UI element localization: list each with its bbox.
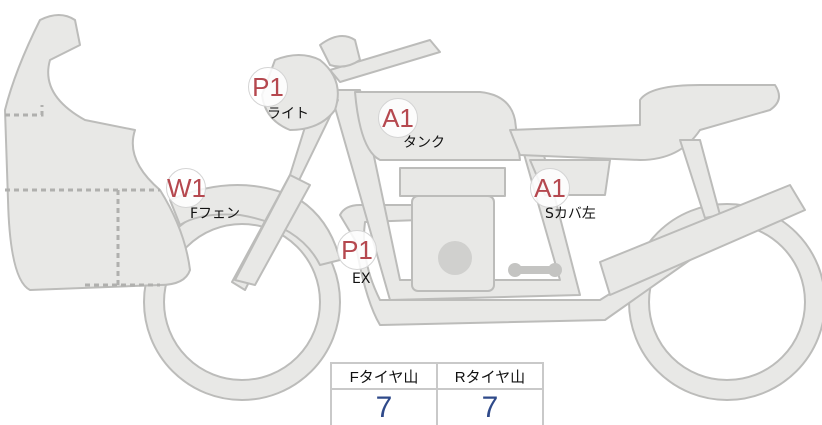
tire-tread-table: Fタイヤ山 Rタイヤ山 7 7 [330,362,544,425]
engine [399,167,506,197]
front-tire-value: 7 [330,388,438,425]
part-label-tank: タンク [403,135,445,151]
damage-code-tank[interactable]: A1 [378,98,418,138]
fairing [4,14,191,291]
part-label-light: ライト [267,106,309,122]
damage-code-exhaust[interactable]: P1 [337,230,377,270]
front-tire-header: Fタイヤ山 [330,362,438,390]
part-label-exhaust: EX [352,271,371,287]
damage-code-light[interactable]: P1 [248,67,288,107]
seat [509,84,780,161]
handlebar [329,39,441,83]
damage-code-front-fender[interactable]: W1 [166,168,206,208]
rear-tire-value: 7 [436,388,544,425]
rear-swingarm [599,184,806,296]
part-label-front-fender: Fフェン [190,206,241,222]
part-label-side-cover-left: Sカバ左 [545,206,596,222]
damage-code-side-cover-left[interactable]: A1 [530,168,570,208]
rear-tire-header: Rタイヤ山 [436,362,544,390]
